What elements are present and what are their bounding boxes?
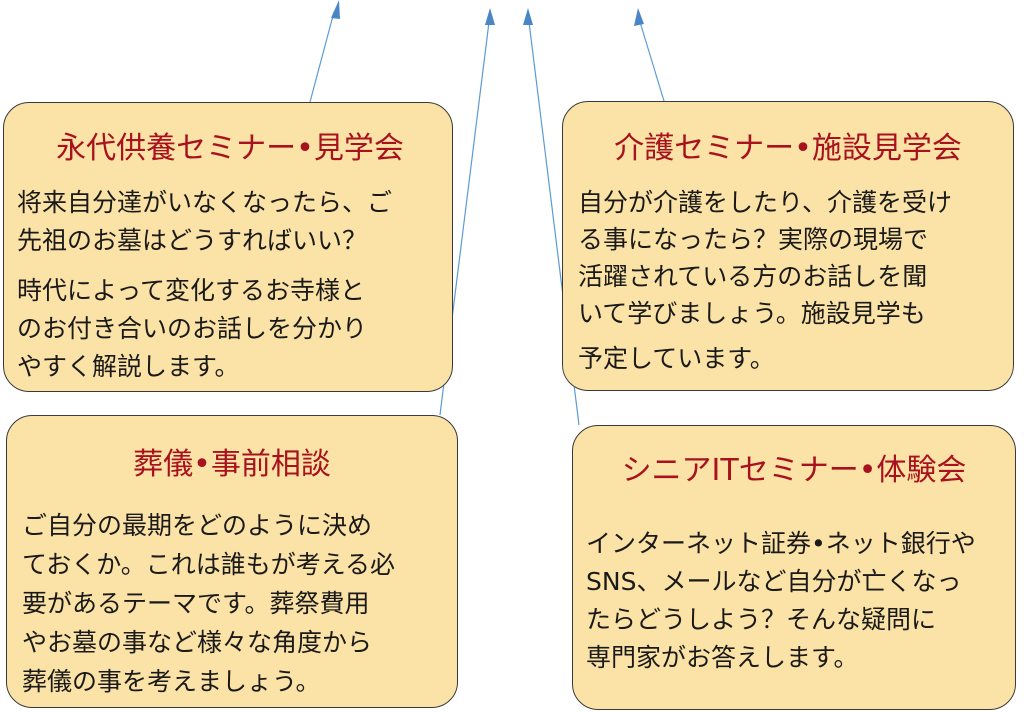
card-paragraph: ご自分の最期をどのように決めておくか。これは誰もが考える必要があるテーマです。葬…	[22, 511, 396, 696]
card-description: ご自分の最期をどのように決めておくか。これは誰もが考える必要があるテーマです。葬…	[22, 506, 395, 701]
card-paragraph: 予定しています。	[578, 344, 775, 373]
card-title: 介護セミナー•施設見学会	[614, 131, 962, 166]
arrowhead-icon	[634, 8, 644, 26]
connector-line	[309, 11, 335, 103]
card-paragraph: 将来自分達がいなくなったら、ご先祖のお墓はどうすればいい？	[17, 188, 393, 255]
arrowhead-icon	[523, 8, 533, 25]
kaigo-seminar-card: 介護セミナー•施設見学会 自分が介護をしたり、介護を受ける事になったら？実際の現…	[562, 101, 1014, 391]
connector-line	[639, 21, 665, 102]
card-description: 将来自分達がいなくなったら、ご先祖のお墓はどうすればいい？ 時代によって変化する…	[17, 184, 392, 386]
sogi-consultation-card: 葬儀•事前相談 ご自分の最期をどのように決めておくか。これは誰もが考える必要があ…	[6, 415, 458, 708]
arrowhead-icon	[331, 0, 340, 19]
card-description: 自分が介護をしたり、介護を受ける事になったら？実際の現場で活躍されている方のお話…	[578, 184, 952, 377]
card-paragraph: 時代によって変化するお寺様とのお付き合いのお話しを分かりやすく解説します。	[17, 276, 368, 381]
arrowhead-icon	[485, 8, 495, 25]
card-title: 永代供養セミナー•見学会	[56, 131, 404, 166]
card-title: 葬儀•事前相談	[133, 447, 331, 482]
card-title: シニアITセミナー•体験会	[621, 453, 967, 488]
card-paragraph: 自分が介護をしたり、介護を受ける事になったら？実際の現場で活躍されている方のお話…	[578, 188, 953, 328]
eitai-kuyo-seminar-card: 永代供養セミナー•見学会 将来自分達がいなくなったら、ご先祖のお墓はどうすればい…	[3, 102, 453, 392]
